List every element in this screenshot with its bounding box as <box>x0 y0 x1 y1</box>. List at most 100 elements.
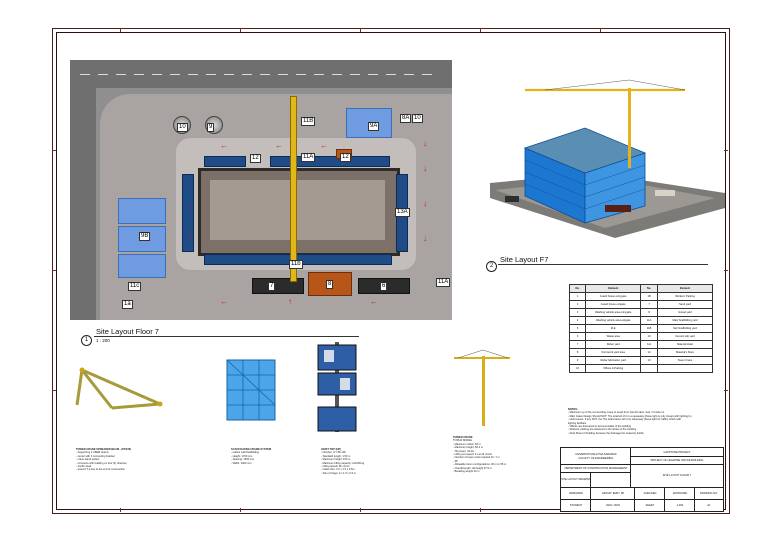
notes-line: - Workers' parking are stationed in the … <box>568 428 637 432</box>
traffic-arrow: ↓ <box>423 234 427 243</box>
legend-element: Workers' Parking <box>657 292 713 301</box>
equipment-caption: SCAFFOLDING FRAME SYSTEM <box>231 448 272 451</box>
equipment-spec-line: - Maximum height: 150 m <box>321 458 351 462</box>
equipment-spec-line: - Width: 1000 mm <box>231 461 252 465</box>
legend-element: Waste area <box>585 332 642 341</box>
notes-line: - Main Gates Design Should NOT: The tota… <box>568 414 692 418</box>
legend-element: Offices & Parking <box>585 364 642 373</box>
equipment-caption: TOWER CRANE SPREADER BEAM - (PFX30) <box>76 448 132 451</box>
equipment-spec-line: - Cabin size: 3.2 x 1.5 x 2.5m <box>321 468 355 472</box>
scaffolding-drawing <box>226 359 276 421</box>
legend-number: 11B <box>640 324 658 333</box>
legend-element: Main Scaffolding yard <box>657 316 713 325</box>
legend-number: 7 <box>568 340 587 349</box>
notes-line: - Hoist Lanes. If any NOT, the The total… <box>568 418 682 422</box>
legend-number: 1B <box>640 292 658 301</box>
legend-number: 8 <box>640 308 658 317</box>
legend-element: Guard house entrygate <box>585 292 642 301</box>
sheltered-yard <box>118 198 166 224</box>
equipment-spec-line: - Spacing: 1500 mm <box>231 458 255 462</box>
notes-title: NOTES: <box>568 408 578 411</box>
equipment-caption: TOWER CRANE <box>453 436 473 439</box>
tb-blank <box>590 472 632 488</box>
frame-tick <box>724 270 728 271</box>
legend-element: Sub Scaffolding yard <box>657 324 713 333</box>
frame-tick <box>240 28 241 32</box>
notes-line: - Roof Sheet of building because the dra… <box>568 431 644 435</box>
legend-element: Washing vehicle area exitgate <box>585 316 642 325</box>
title-rule <box>94 336 359 337</box>
equipment-spec-line: - Size of Cage: 3 x 1.5 x 2.5 m <box>321 471 356 475</box>
equipment-spec-line: - Lifting speed: 36 m/min <box>321 465 350 469</box>
traffic-arrow: ↓ <box>423 199 427 208</box>
traffic-arrow: ↓ <box>423 139 427 148</box>
equipment-spec-line: - Supporting 2 I-BEM beams <box>76 451 109 455</box>
building-slab <box>210 180 385 240</box>
plan-label: 10 <box>412 114 423 123</box>
legend-number: 13 <box>640 356 658 365</box>
frame-tick <box>360 508 361 512</box>
plan-label: 11A <box>301 153 316 162</box>
equipment-spec-line: - Maximum radius: 56 m <box>453 442 481 446</box>
equipment-spec-line: - Connects with building on four (4) dir… <box>76 461 127 465</box>
frame-tick <box>724 150 728 151</box>
legend-element: Sand yard <box>657 300 713 309</box>
site-cabin <box>204 156 246 167</box>
road-left <box>70 88 96 320</box>
legend-element: Material's Store <box>657 348 713 357</box>
legend-number: 1 <box>568 292 587 301</box>
legend-number: 7 <box>640 300 658 309</box>
plan-label: 11c <box>128 282 142 291</box>
title-block: UNIVERSITI MALAYSIA SARAWAK FACULTY OF E… <box>560 447 724 512</box>
plan-label: 9B <box>139 232 151 241</box>
sheltered-yard <box>118 254 166 278</box>
frame-tick <box>360 28 361 32</box>
traffic-arrow: ↑ <box>288 297 292 306</box>
equipment-spec: HOIST TOP (HP) - Number: GY 86-100 - Sta… <box>321 448 411 475</box>
frame-tick <box>120 28 121 32</box>
notes-line: lighting facilities <box>568 421 587 425</box>
legend-element: Formwork yard area <box>585 348 642 357</box>
legend-header-row: No. Element No. Element <box>568 284 713 293</box>
frame-tick <box>120 508 121 512</box>
tb-cell: 1:200 <box>664 499 696 512</box>
plan-label: 11A <box>436 278 451 287</box>
equipment-spec: TOWER CRANE TC5610 MODEL - Maximum radiu… <box>453 436 543 473</box>
equipment-spec-line: - Maximum height: 56.4 m <box>453 446 483 450</box>
title-rule <box>498 264 708 265</box>
legend-element: Washing vehicle area entrygate <box>585 308 642 317</box>
legend-number: 5 <box>568 324 587 333</box>
equipment-spec: TOWER CRANE SPREADER BEAM - (PFX30) - Su… <box>76 448 176 472</box>
equipment-spec-line: - Standard length: 1.50 m <box>321 454 351 458</box>
legend-number: 4 <box>568 316 587 325</box>
traffic-arrow: ↑ <box>188 204 192 213</box>
tb-drawing-title: SITE LAYOUT DRAWING <box>560 472 592 488</box>
legend-number: 6 <box>568 332 587 341</box>
frame-tick <box>724 390 728 391</box>
legend-header: No. <box>640 284 658 293</box>
legend-number <box>640 364 658 373</box>
tb-cell: STUDENT <box>560 499 592 512</box>
plan-label: 11b <box>289 260 303 269</box>
sheet-border <box>52 28 730 514</box>
plan-label: 1a <box>122 300 133 309</box>
equipment-spec-line: - 4m/6m lead <box>76 465 92 469</box>
notes-line: - Offices are discussed to accommodate o… <box>568 425 632 429</box>
tower-crane-drawing <box>454 349 510 426</box>
traffic-arrow: ← <box>370 297 378 306</box>
equipment-spec-line: - center with 4 connecting bracket <box>76 454 115 458</box>
legend-number: 8 <box>568 348 587 357</box>
plan-label: 9 <box>207 123 215 132</box>
legend-header: Element <box>657 284 713 293</box>
legend-element: Rebar fabrication yard <box>585 356 642 365</box>
site-plan: ← ← ← ↑ ↑ ↓ ↓ ↓ ↓ ← ↑ ← 11B 9A 8A 12 11A… <box>70 60 452 320</box>
tb-cell: SHEET <box>634 499 666 512</box>
equipment-caption: HOIST TOP (HP) <box>321 448 341 451</box>
equipment-spec-line: - Overall length: tall height 37.5 m <box>453 466 492 470</box>
legend-element: Material Hoist <box>657 340 713 349</box>
legend-number: 9 <box>568 356 587 365</box>
